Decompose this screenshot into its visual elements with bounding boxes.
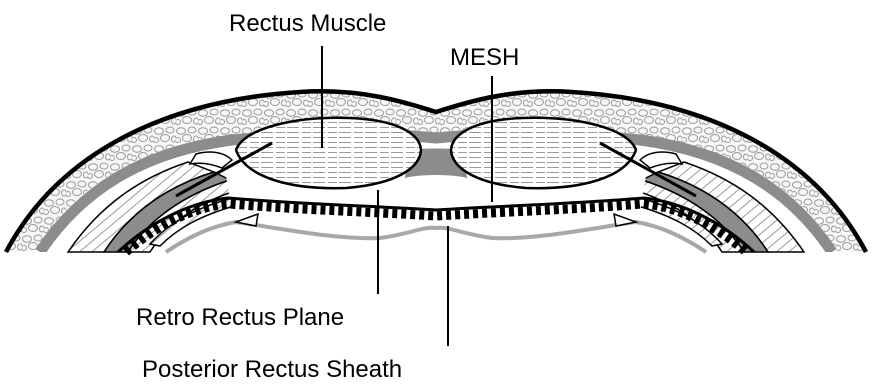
- posterior-rectus-sheath-label: Posterior Rectus Sheath: [142, 358, 402, 382]
- mesh-label: MESH: [450, 46, 519, 70]
- posterior-rectus-sheath: [166, 222, 706, 252]
- rectus-muscle-label: Rectus Muscle: [229, 12, 386, 36]
- right-rectus-muscle: [451, 118, 636, 188]
- retro-rectus-plane-label: Retro Rectus Plane: [136, 306, 344, 330]
- left-rectus-muscle: [236, 118, 421, 188]
